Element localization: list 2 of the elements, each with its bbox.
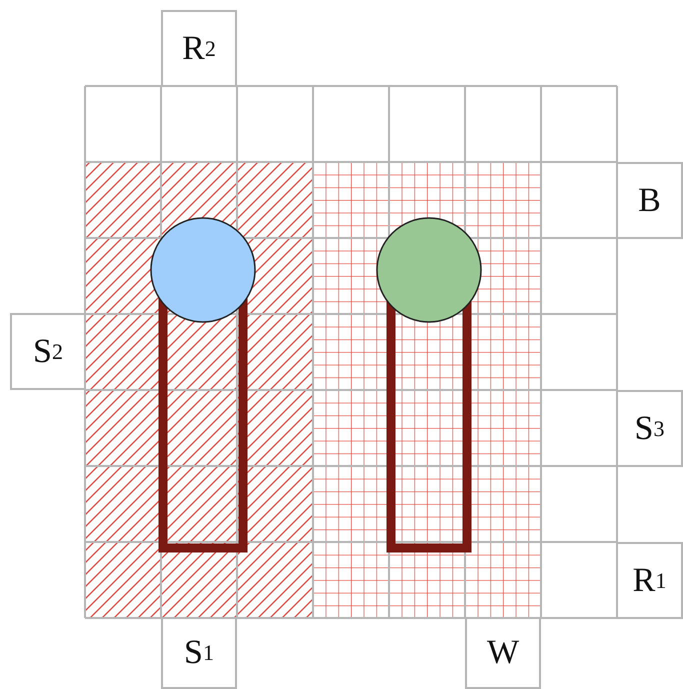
grid-label: B (616, 162, 683, 239)
grid-label: W (465, 617, 541, 689)
